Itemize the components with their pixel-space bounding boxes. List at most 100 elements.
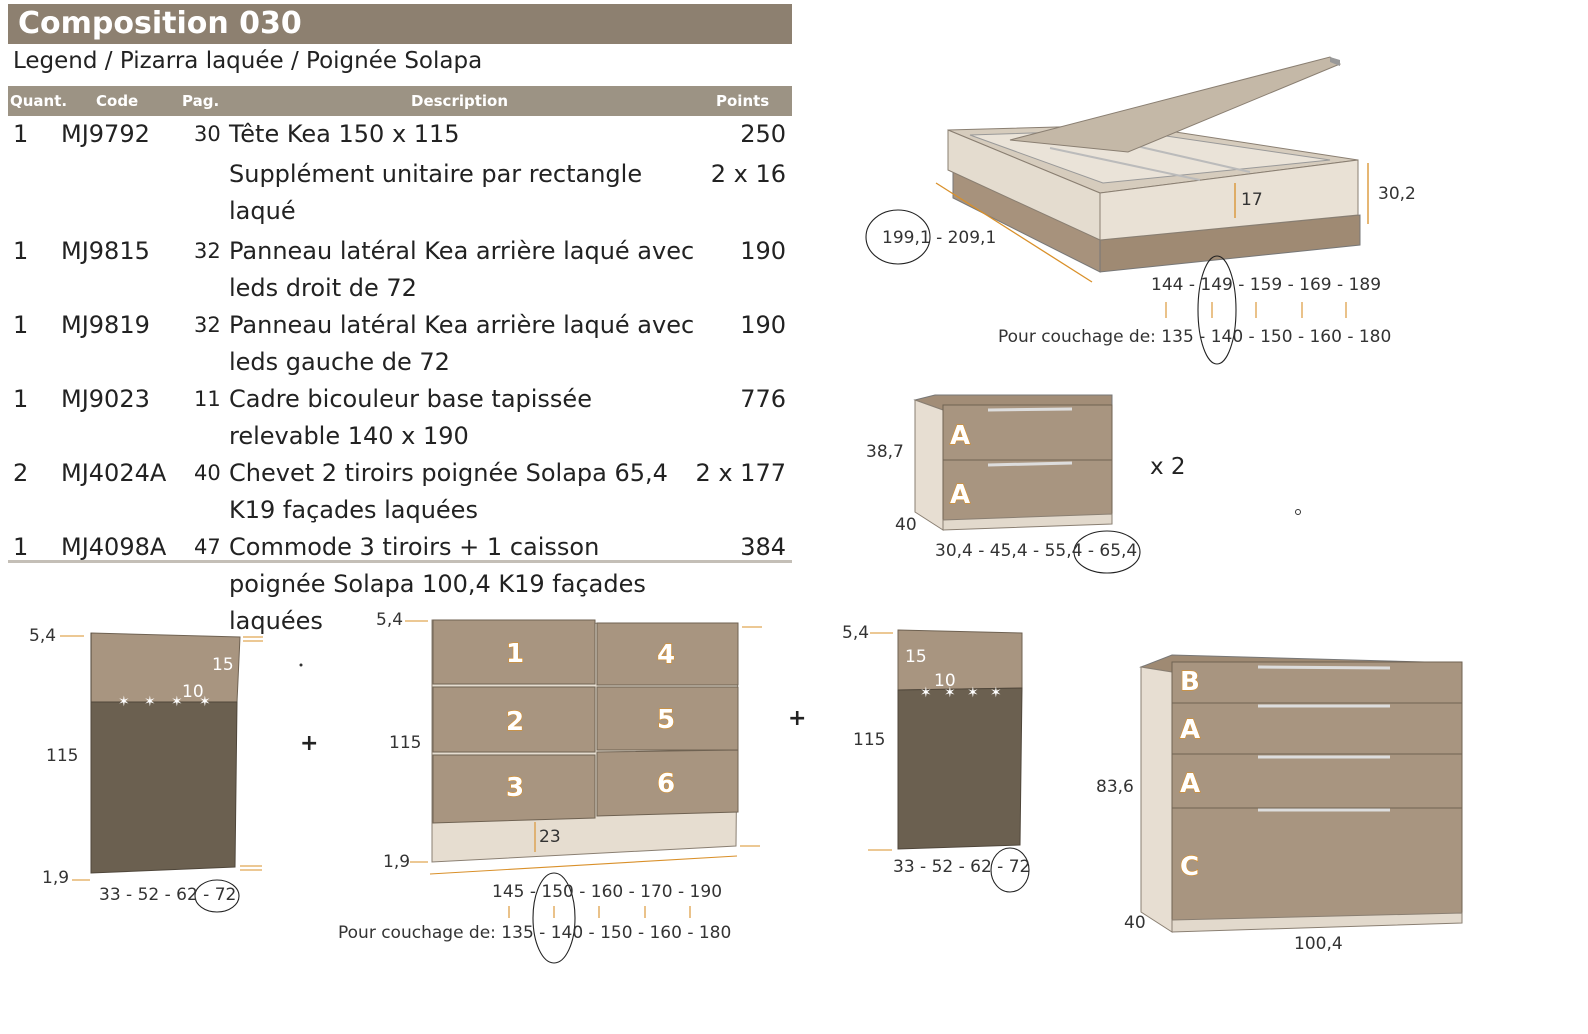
row-points: 384	[740, 533, 786, 561]
col-quant: Quant.	[10, 92, 68, 110]
bed-inner-height-label: 17	[1241, 190, 1263, 210]
row-page: 30	[194, 122, 221, 146]
row-points: 2 x 177	[695, 459, 786, 487]
svg-text:✶: ✶	[920, 685, 932, 701]
col-points: Points	[716, 92, 770, 110]
row-points: 2 x 16	[710, 160, 786, 188]
page-subtitle: Legend / Pizarra laquée / Poignée Solapa	[13, 48, 483, 74]
bed-length-label: 199,1 - 209,1	[882, 228, 997, 248]
svg-text:✶: ✶	[144, 694, 156, 710]
col-description: Description	[411, 92, 509, 110]
svg-text:✶: ✶	[944, 685, 956, 701]
row-description: Commode 3 tiroirs + 1 caisson poignée So…	[229, 533, 646, 635]
row-description: Tête Kea 150 x 115	[229, 120, 460, 148]
svg-text:✶: ✶	[967, 685, 979, 701]
page-title: Composition 030	[18, 6, 302, 41]
headboard-couchage-label: Pour couchage de: 135 - 140 - 150 - 160 …	[338, 923, 732, 943]
nightstand-drawing: A A	[913, 394, 1301, 574]
panel-right-dim-b: 10	[934, 671, 956, 691]
nightstand-height-label: 38,7	[866, 442, 904, 462]
row-code: MJ9023	[61, 385, 150, 413]
panel-left-height-label: 115	[46, 746, 79, 766]
row-description: Panneau latéral Kea arrière laqué avec l…	[229, 311, 695, 376]
row-description: Cadre bicouleur base tapissée relevable …	[229, 385, 592, 450]
headboard-panel-5: 5	[657, 705, 675, 735]
headboard-panel-6: 6	[657, 769, 675, 799]
dresser-drawer-b: B	[1180, 667, 1200, 697]
row-quant: 1	[13, 311, 29, 339]
row-page: 32	[194, 239, 221, 263]
headboard-panel-1: 1	[506, 639, 524, 669]
dresser-width-label: 100,4	[1294, 934, 1343, 954]
panel-left-dim-a: 15	[212, 655, 234, 675]
title-bar: Composition 030	[8, 4, 792, 44]
panel-right-drawing: ✶ ✶ ✶ ✶	[868, 629, 1030, 893]
headboard-height-label: 115	[389, 733, 422, 753]
svg-text:✶: ✶	[118, 694, 130, 710]
row-code: MJ4098A	[61, 533, 167, 561]
row-quant: 1	[13, 120, 29, 148]
row-quant: 1	[13, 533, 29, 561]
headboard-drawing: 1 2 3 4 5 6 +	[405, 619, 806, 964]
headboard-top-label: 5,4	[376, 610, 404, 630]
row-code: MJ9815	[61, 237, 150, 265]
row-code: MJ9792	[61, 120, 150, 148]
headboard-panel-2: 2	[506, 707, 524, 737]
panel-left-drawing: ✶ ✶ ✶ ✶ +	[60, 632, 318, 913]
row-quant: 1	[13, 237, 29, 265]
table-bottom-rule	[8, 560, 792, 563]
row-code: MJ9819	[61, 311, 150, 339]
table-row: 2 MJ4024A 40 Chevet 2 tiroirs poignée So…	[8, 455, 792, 529]
panel-left-dim-b: 10	[182, 682, 204, 702]
table-body: 1 MJ9792 30 Tête Kea 150 x 115 250 Suppl…	[8, 116, 792, 640]
bed-widths-label: 144 - 149 - 159 - 169 - 189	[1151, 275, 1382, 295]
dresser-depth-label: 40	[1124, 913, 1146, 933]
row-points: 190	[740, 237, 786, 265]
row-page: 32	[194, 313, 221, 337]
svg-text:✶: ✶	[199, 694, 211, 710]
row-description: Chevet 2 tiroirs poignée Solapa 65,4 K19…	[229, 459, 668, 524]
col-pag: Pag.	[182, 92, 220, 110]
headboard-base-label: 23	[539, 827, 561, 847]
panel-right-dim-a: 15	[905, 647, 927, 667]
row-description: Panneau latéral Kea arrière laqué avec l…	[229, 237, 695, 302]
row-code: MJ4024A	[61, 459, 167, 487]
plus-sign: +	[300, 731, 318, 756]
table-row: 1 MJ9792 30 Tête Kea 150 x 115 250	[8, 116, 792, 153]
dresser-height-label: 83,6	[1096, 777, 1134, 797]
panel-left-top-label: 5,4	[29, 626, 57, 646]
row-points: 190	[740, 311, 786, 339]
table-row: 1 MJ4098A 47 Commode 3 tiroirs + 1 caiss…	[8, 529, 792, 640]
svg-text:✶: ✶	[990, 685, 1002, 701]
plus-sign: +	[788, 706, 806, 731]
table-row: 1 MJ9819 32 Panneau latéral Kea arrière …	[8, 307, 792, 381]
headboard-panel-3: 3	[506, 773, 524, 803]
bed-height-label: 30,2	[1378, 184, 1416, 204]
table-row: Supplément unitaire par rectangle laqué …	[8, 156, 792, 230]
row-description: Supplément unitaire par rectangle laqué	[229, 160, 643, 225]
panel-right-widths-label: 33 - 52 - 62 - 72	[893, 857, 1031, 877]
row-points: 250	[740, 120, 786, 148]
headboard-panel-4: 4	[657, 640, 675, 670]
col-code: Code	[96, 92, 139, 110]
nightstand-widths-label: 30,4 - 45,4 - 55,4 - 65,4	[935, 541, 1138, 561]
dresser-drawer-c: C	[1180, 852, 1199, 882]
row-quant: 1	[13, 385, 29, 413]
row-page: 40	[194, 461, 221, 485]
headboard-widths-label: 145 - 150 - 160 - 170 - 190	[492, 882, 723, 902]
row-page: 11	[194, 387, 221, 411]
dresser-drawer-a: A	[1180, 715, 1200, 745]
svg-text:✶: ✶	[171, 694, 183, 710]
row-quant: 2	[13, 459, 29, 487]
row-points: 776	[740, 385, 786, 413]
table-row: 1 MJ9815 32 Panneau latéral Kea arrière …	[8, 233, 792, 307]
panel-left-widths-label: 33 - 52 - 62 - 72	[99, 885, 237, 905]
bed-couchage-label: Pour couchage de: 135 - 140 - 150 - 160 …	[998, 327, 1392, 347]
panel-right-height-label: 115	[853, 730, 886, 750]
nightstand-drawer-a: A	[950, 480, 970, 510]
nightstand-drawer-a: A	[950, 421, 970, 451]
nightstand-depth-label: 40	[895, 515, 917, 535]
panel-right-top-label: 5,4	[842, 623, 870, 643]
table-row: 1 MJ9023 11 Cadre bicouleur base tapissé…	[8, 381, 792, 455]
